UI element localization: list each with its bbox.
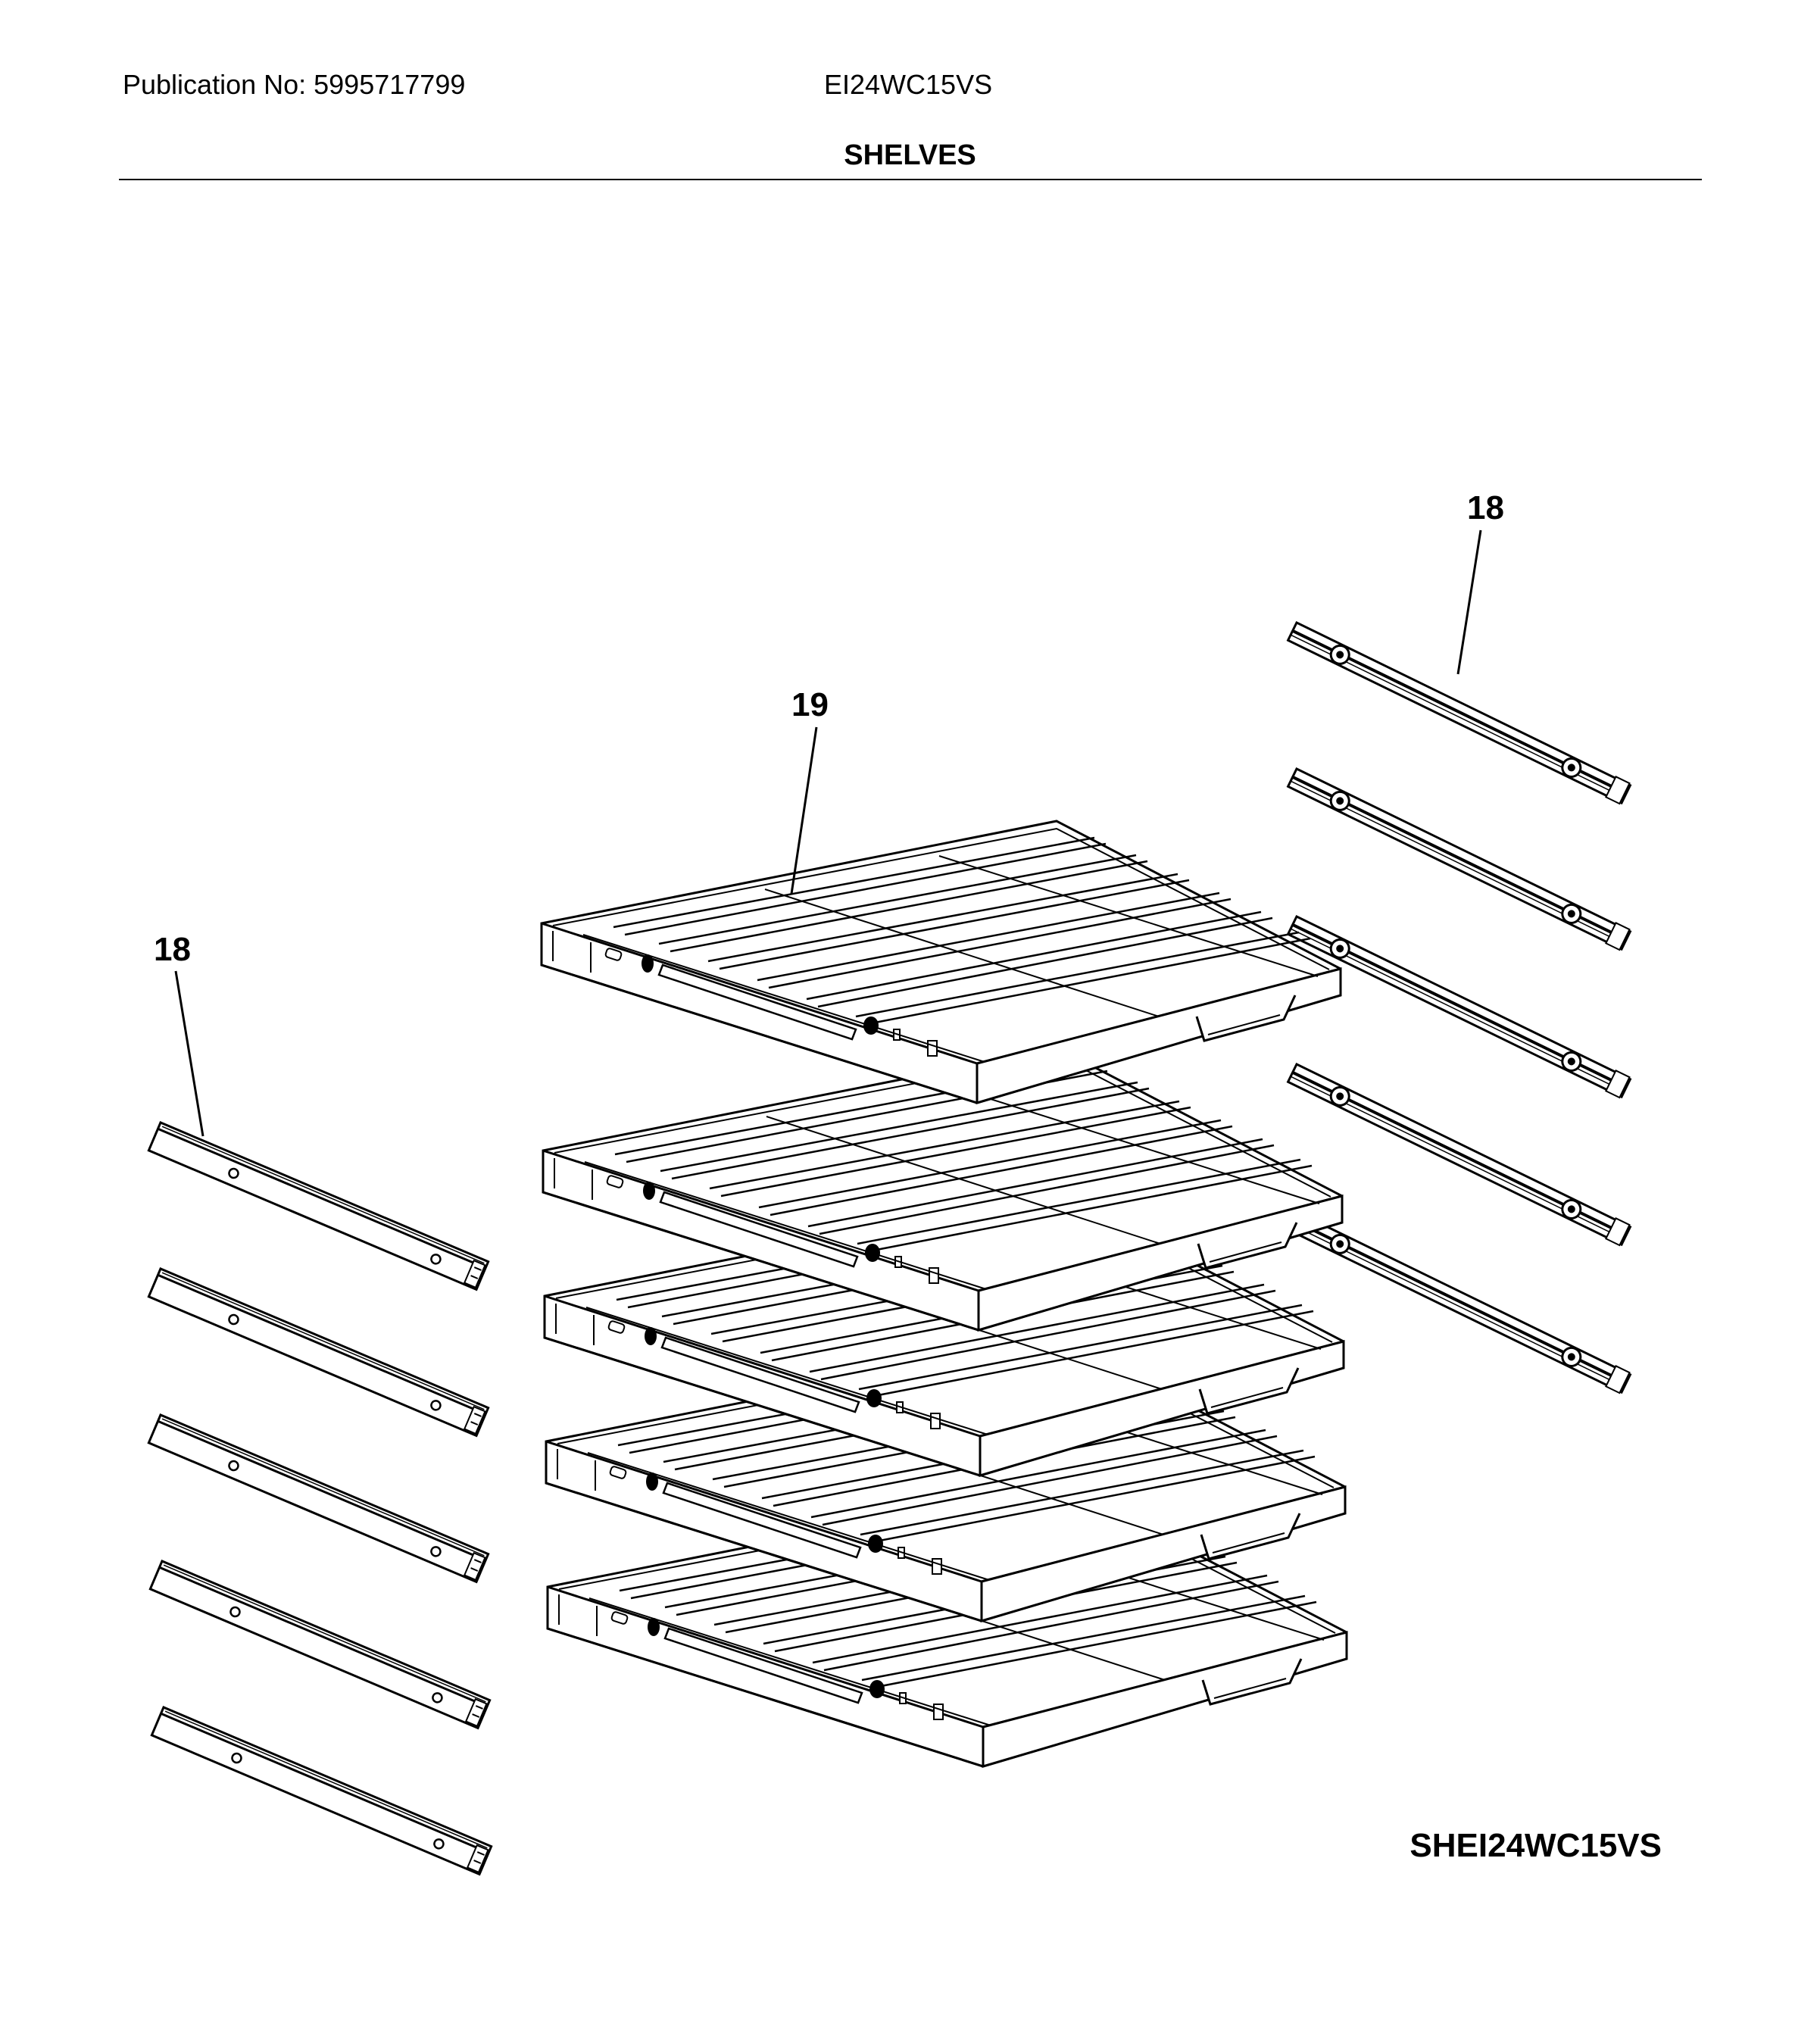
left-rail-2 <box>147 1267 490 1437</box>
leader-line-rail-right <box>1456 529 1482 675</box>
left-rail-3 <box>147 1413 490 1583</box>
right-rail-3 <box>1288 915 1631 1098</box>
leader-line-shelf <box>790 726 818 895</box>
header-divider <box>119 179 1702 180</box>
left-rail-5 <box>150 1706 493 1875</box>
left-rail-1 <box>147 1121 490 1291</box>
model-number: EI24WC15VS <box>824 69 993 100</box>
callout-rail-left: 18 <box>154 931 191 968</box>
section-title: SHELVES <box>844 139 976 171</box>
leader-line-rail-left <box>174 970 204 1137</box>
left-rail-4 <box>148 1560 492 1729</box>
shelf-1 <box>540 820 1342 1104</box>
right-rail-2 <box>1288 767 1631 951</box>
right-rail-1 <box>1288 621 1631 804</box>
publication-number: Publication No: 5995717799 <box>123 69 466 100</box>
callout-shelf: 19 <box>791 686 829 723</box>
callout-rail-right: 18 <box>1467 489 1504 526</box>
diagram-code: SHEI24WC15VS <box>1409 1827 1662 1864</box>
